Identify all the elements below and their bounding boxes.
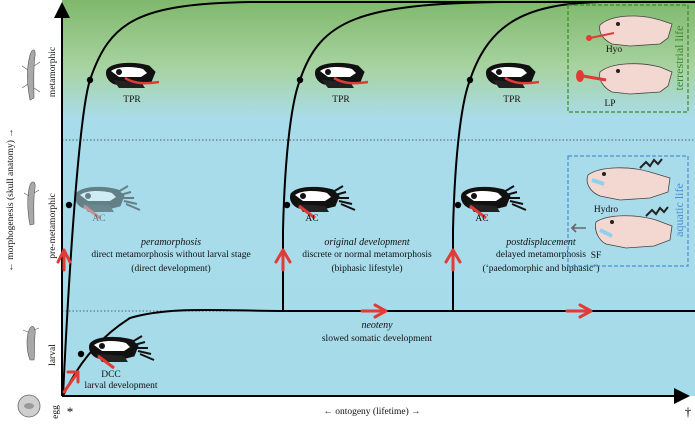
- skull-tpr-3-icon: [486, 62, 540, 88]
- pathway-neoteny: neoteny slowed somatic development: [322, 320, 433, 344]
- ac-label-3: AC: [475, 214, 488, 224]
- salamander-hydro-icon: [586, 158, 671, 201]
- pathway-peramorphosis: peramorphosis direct metamorphosis witho…: [91, 237, 250, 274]
- larval-caption: larval development: [84, 381, 157, 391]
- aquatic-life-label: aquatic life: [672, 183, 686, 237]
- level-egg: egg: [51, 405, 61, 419]
- ac-label-2: AC: [305, 214, 318, 224]
- y-axis-label: ← morphogenesis (skull anatomy) →: [5, 128, 16, 272]
- svg-text:(biphasic lifestyle): (biphasic lifestyle): [332, 263, 403, 274]
- level-premetamorphic: pre-metamorphic: [48, 193, 58, 258]
- curve-neoteny: [62, 308, 695, 397]
- skull-tpr-2-icon: [315, 62, 369, 88]
- growth-arrows: [56, 248, 593, 394]
- lp-label: LP: [604, 99, 615, 109]
- skull-tpr-1-icon: [106, 62, 160, 88]
- svg-text:(‘paedomorphic and biphasic’): (‘paedomorphic and biphasic’): [482, 263, 599, 274]
- skull-ac-2-icon: [290, 185, 356, 220]
- pathway-original-development: original development discrete or normal …: [302, 237, 432, 274]
- egg-icon: [17, 394, 41, 418]
- skull-ac-1-icon: [75, 185, 141, 220]
- skull-dcc-icon: [89, 335, 155, 370]
- x-axis-label: ← ontogeny (lifetime) →: [323, 406, 420, 417]
- hydro-label: Hydro: [594, 205, 619, 215]
- tpr-label-3: TPR: [503, 95, 521, 105]
- hyo-label: Hyo: [606, 45, 623, 55]
- svg-text:direct metamorphosis without l: direct metamorphosis without larval stag…: [91, 250, 250, 260]
- svg-text:original development: original development: [324, 237, 409, 248]
- x-start-symbol: *: [67, 404, 74, 419]
- larva-icon: [22, 326, 40, 361]
- svg-text:neoteny: neoteny: [361, 320, 393, 331]
- level-larval: larval: [48, 344, 58, 366]
- x-end-symbol: †: [685, 404, 692, 419]
- stage-dots: [65, 76, 474, 358]
- svg-text:delayed metamorphosis: delayed metamorphosis: [496, 250, 586, 260]
- skull-ac-3-icon: [461, 185, 527, 220]
- tpr-label-2: TPR: [332, 95, 350, 105]
- salamander-lp-icon: [576, 63, 673, 95]
- dcc-label: DCC: [101, 370, 121, 380]
- adult-salamander-icon: [21, 49, 41, 101]
- svg-text:peramorphosis: peramorphosis: [140, 237, 201, 248]
- svg-text:(direct development): (direct development): [131, 263, 210, 274]
- sf-label: SF: [591, 251, 602, 261]
- salamander-hyo-icon: [586, 15, 673, 47]
- terrestrial-life-box: terrestrial life Hyo LP: [567, 4, 689, 113]
- level-metamorphic: metamorphic: [48, 47, 58, 97]
- svg-text:postdisplacement: postdisplacement: [505, 237, 576, 248]
- ac-label-1: AC: [92, 214, 105, 224]
- juvenile-salamander-icon: [23, 181, 40, 226]
- tpr-label-1: TPR: [123, 95, 141, 105]
- terrestrial-life-label: terrestrial life: [672, 26, 686, 91]
- background-panel: [62, 0, 695, 396]
- svg-text:slowed somatic development: slowed somatic development: [322, 334, 433, 344]
- svg-text:discrete or normal metamorphos: discrete or normal metamorphosis: [302, 250, 432, 260]
- aquatic-life-box: aquatic life Hydro SF: [567, 155, 689, 267]
- salamander-sf-icon: [570, 206, 673, 249]
- pathway-postdisplacement: postdisplacement delayed metamorphosis (…: [482, 237, 599, 274]
